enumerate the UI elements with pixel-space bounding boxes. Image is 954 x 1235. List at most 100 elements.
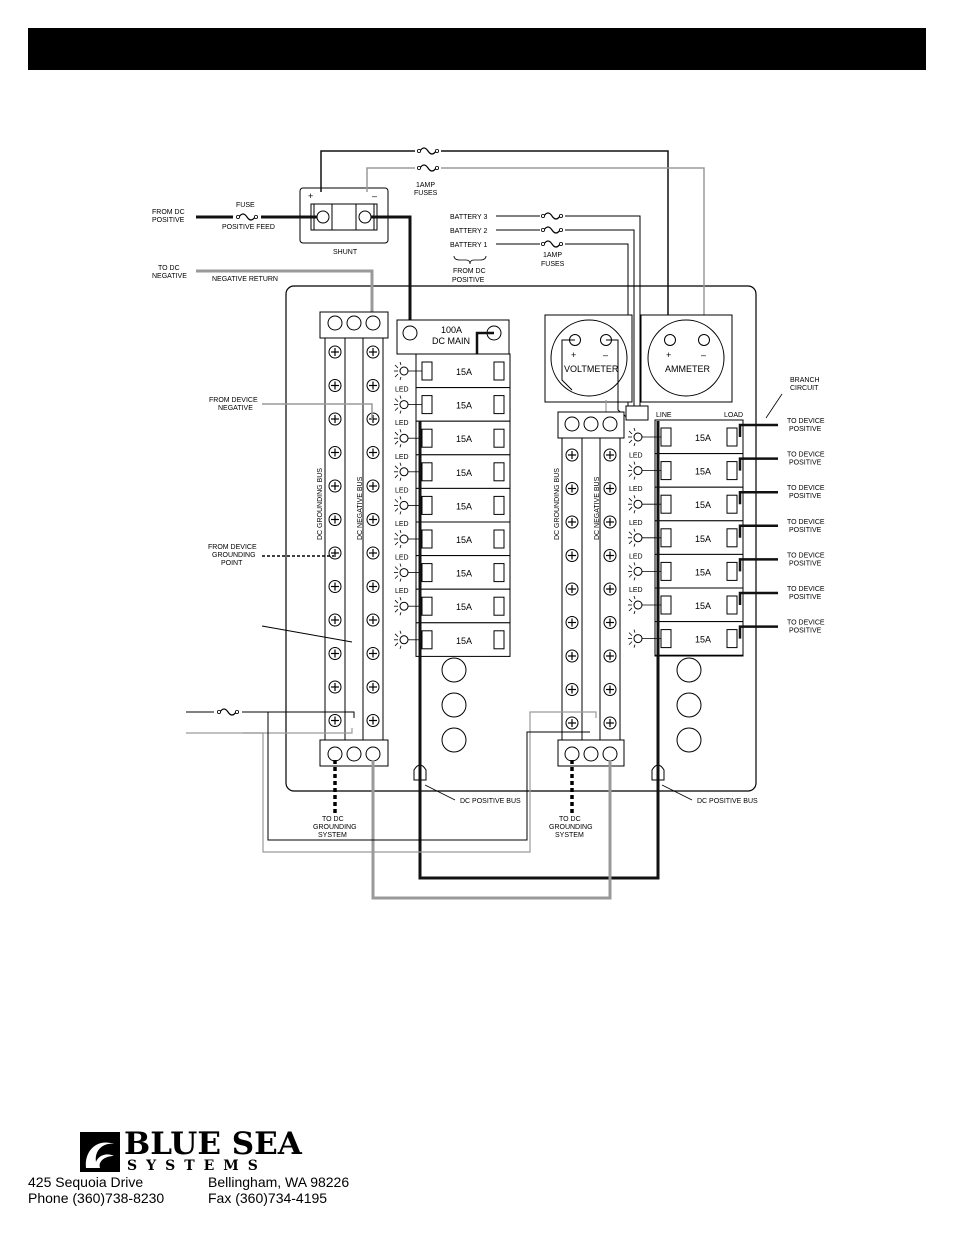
left-breaker-rating: 15A xyxy=(456,535,472,545)
battery-2-label: BATTERY 2 xyxy=(450,228,487,235)
phone-number: Phone (360)738-8230 xyxy=(28,1190,165,1206)
from-dc-positive-batt-l2: POSITIVE xyxy=(452,277,485,284)
right-negative-bus-screw xyxy=(603,448,617,462)
batt-fuses-l1: 1AMP xyxy=(543,252,562,259)
left-breaker-rating: 15A xyxy=(456,602,472,612)
brand-line-1: BLUE SEA xyxy=(124,1126,302,1162)
device-positive-wire xyxy=(738,625,778,639)
to-dc-negative-l2: NEGATIVE xyxy=(152,273,187,280)
top-fuse-1 xyxy=(416,147,440,155)
to-device-positive-l2: POSITIVE xyxy=(789,628,822,635)
from-device-negative-l1: FROM DEVICE xyxy=(209,397,258,404)
led-icon xyxy=(627,629,643,649)
led-label: LED xyxy=(395,521,409,528)
led-label: LED xyxy=(629,587,643,594)
left-breaker-terminal xyxy=(421,529,433,549)
right-breaker-terminal xyxy=(726,629,738,649)
left-breaker-terminal xyxy=(421,596,433,616)
left-negative-bus-screw xyxy=(366,378,380,393)
led-icon xyxy=(393,630,409,650)
left-breaker-terminal xyxy=(421,495,433,515)
left-negative-bus-screw xyxy=(366,445,380,460)
left-breaker-terminal xyxy=(421,395,433,415)
led-icon xyxy=(393,563,409,583)
ammeter-plus: + xyxy=(666,350,671,360)
left-grounding-bus-screw xyxy=(328,479,342,493)
led-icon xyxy=(627,595,643,615)
header-bar xyxy=(28,28,926,70)
device-positive-wire xyxy=(738,591,778,605)
left-grounding-bus-screw xyxy=(328,713,342,728)
left-breaker-terminal xyxy=(421,462,433,482)
right-grounding-bus-screw xyxy=(565,481,579,496)
right-breaker-rating: 15A xyxy=(695,433,711,443)
to-dc-grounding-left-l2: GROUNDING xyxy=(313,824,357,831)
right-grounding-bus-label: DC GROUNDING BUS xyxy=(554,468,561,540)
left-breaker-terminal xyxy=(421,563,433,583)
left-grounding-bus-screw xyxy=(328,412,342,426)
load-label: LOAD xyxy=(724,412,743,419)
right-breaker-rating: 15A xyxy=(695,635,711,645)
led-label: LED xyxy=(629,453,643,460)
right-breaker-terminal xyxy=(726,427,738,447)
left-breaker-terminal xyxy=(493,395,505,415)
right-breaker-terminal xyxy=(726,561,738,581)
left-breaker-terminal xyxy=(421,630,433,650)
right-negative-bus-screw xyxy=(603,582,617,596)
left-negative-bus-screw xyxy=(366,345,380,359)
brand-line-2: SYSTEMS xyxy=(127,1158,267,1174)
device-positive-wire xyxy=(738,558,778,572)
left-negative-bus-screw xyxy=(366,412,380,426)
to-dc-grounding-right-l1: TO DC xyxy=(559,816,581,823)
left-breaker-terminal xyxy=(493,495,505,515)
shunt-minus-label: – xyxy=(372,191,377,201)
branch-circuit-l2: CIRCUIT xyxy=(790,385,819,392)
to-device-positive-l1: TO DEVICE xyxy=(787,452,825,459)
left-blank-plugs xyxy=(441,657,467,753)
address-city: Bellingham, WA 98226 xyxy=(208,1174,350,1190)
left-breaker-rating: 15A xyxy=(456,636,472,646)
voltmeter-plus: + xyxy=(571,350,576,360)
left-grounding-bus-screw xyxy=(328,546,342,560)
left-grounding-bus-screw xyxy=(328,345,342,359)
right-negative-bus-screw xyxy=(603,548,617,563)
battery-1-label: BATTERY 1 xyxy=(450,242,487,249)
to-dc-grounding-right-l2: GROUNDING xyxy=(549,824,593,831)
fax-number: Fax (360)734-4195 xyxy=(208,1190,328,1206)
top-fuses-l1: 1AMP xyxy=(416,182,435,189)
feed-fuse-symbol xyxy=(235,213,259,221)
shunt-label: SHUNT xyxy=(333,249,358,256)
batt-fuses-l2: FUSES xyxy=(541,261,565,268)
right-breaker-terminal xyxy=(660,595,672,615)
led-label: LED xyxy=(629,520,643,527)
led-icon xyxy=(627,561,643,581)
left-breaker-terminal xyxy=(493,428,505,448)
to-dc-negative-l1: TO DC xyxy=(158,265,180,272)
right-breaker-terminal xyxy=(726,595,738,615)
left-negative-bus-label: DC NEGATIVE BUS xyxy=(357,476,364,540)
positive-feed-label: POSITIVE FEED xyxy=(222,224,275,231)
left-negative-bus-screw xyxy=(366,613,380,627)
to-device-positive-l2: POSITIVE xyxy=(789,560,822,567)
led-label: LED xyxy=(395,588,409,595)
left-breaker-terminal xyxy=(493,529,505,549)
led-icon xyxy=(393,395,409,415)
right-breaker-terminal xyxy=(726,494,738,514)
branch-circuit-l1: BRANCH xyxy=(790,377,820,384)
panel-outline xyxy=(285,285,757,792)
led-icon xyxy=(393,462,409,482)
to-device-positive-l2: POSITIVE xyxy=(789,527,822,534)
led-icon xyxy=(627,461,643,481)
left-grounding-bus-screw xyxy=(328,646,342,661)
right-negative-bus-screw xyxy=(603,481,617,496)
led-icon xyxy=(627,427,643,447)
led-icon xyxy=(393,428,409,448)
left-negative-bus-screw xyxy=(366,512,380,527)
right-breaker-terminal xyxy=(660,427,672,447)
right-breaker-terminal xyxy=(660,494,672,514)
left-grounding-bus-screw xyxy=(328,445,342,460)
left-breaker-terminal xyxy=(493,596,505,616)
top-fuse-2 xyxy=(416,164,440,172)
led-label: LED xyxy=(395,387,409,394)
